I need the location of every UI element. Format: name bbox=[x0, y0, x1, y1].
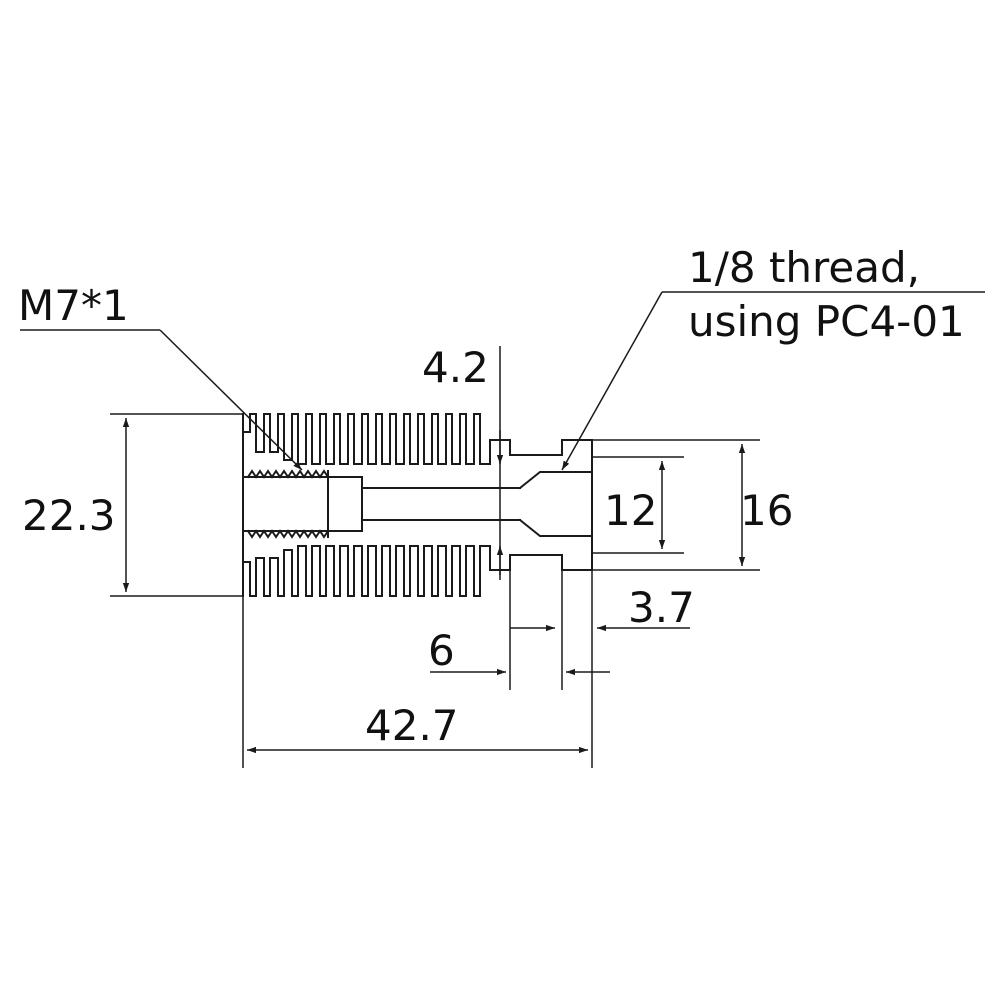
heatsink-top-fins bbox=[242, 413, 491, 465]
dim-label-6: 6 bbox=[428, 626, 455, 675]
neck-upper bbox=[489, 439, 593, 491]
dim-label-3-7: 3.7 bbox=[628, 583, 695, 632]
heatsink-bottom-fins bbox=[242, 545, 491, 597]
callout-thread-line2: using PC4-01 bbox=[688, 297, 965, 346]
thread-teeth bbox=[246, 469, 330, 539]
dim-label-12: 12 bbox=[604, 486, 657, 535]
dim-label-42-7: 42.7 bbox=[365, 701, 459, 750]
thread-bore bbox=[242, 476, 363, 532]
dim-label-22-3: 22.3 bbox=[22, 491, 116, 540]
dim-label-16: 16 bbox=[740, 486, 793, 535]
leader-m7 bbox=[159, 329, 303, 471]
dim-label-4-2: 4.2 bbox=[422, 343, 489, 392]
callout-m7: M7*1 bbox=[18, 281, 129, 330]
leader-thread bbox=[561, 291, 663, 471]
callout-thread-line1: 1/8 thread, bbox=[688, 243, 920, 292]
neck-lower bbox=[489, 519, 593, 571]
taper-bore bbox=[518, 471, 593, 537]
